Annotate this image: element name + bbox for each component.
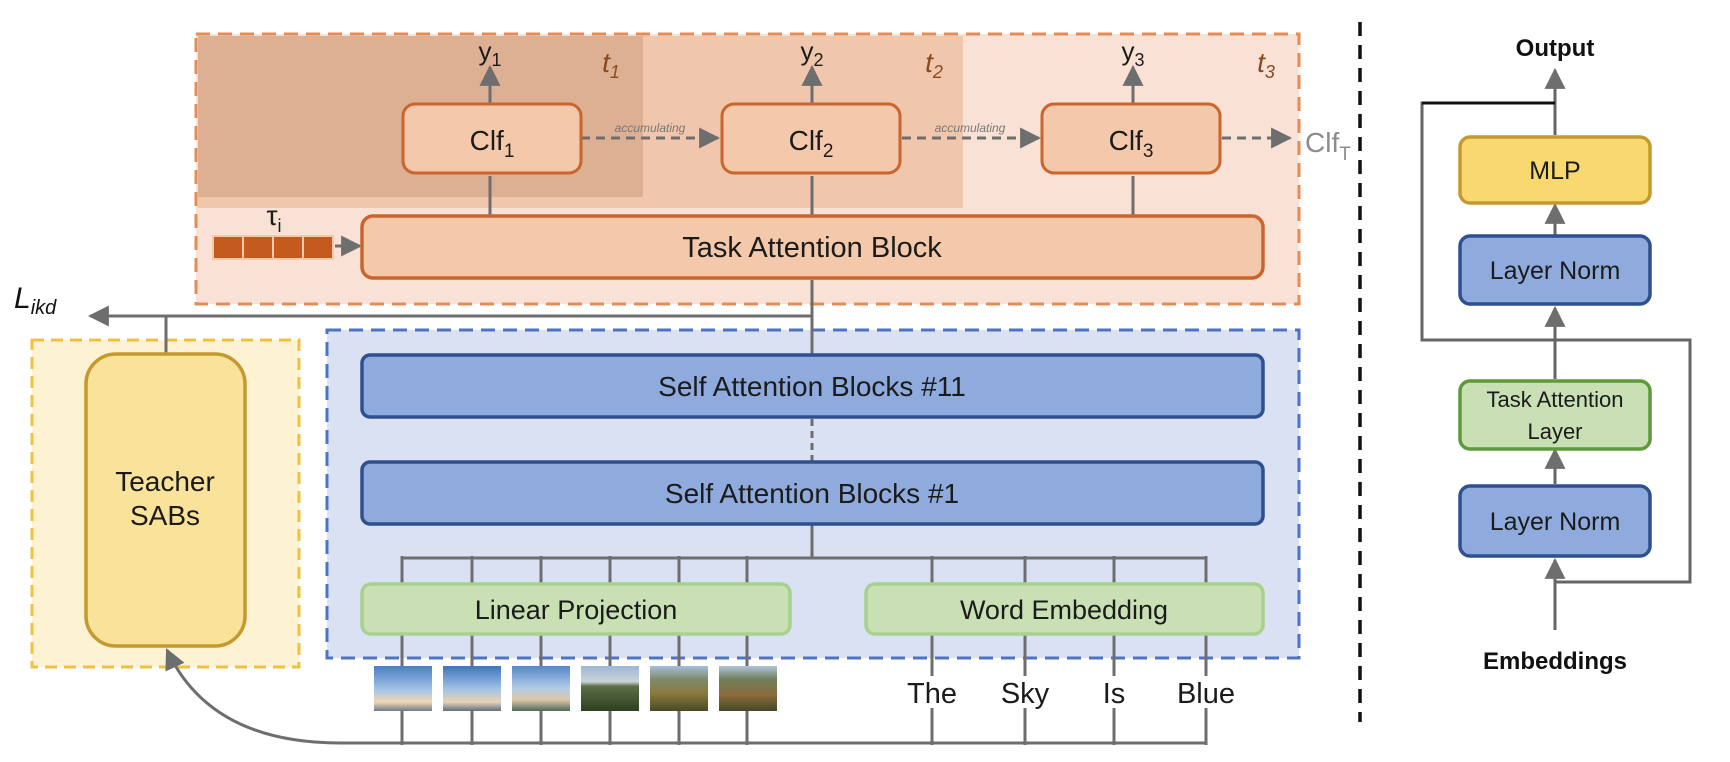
teacher-label-line1: Teacher [115, 466, 215, 497]
image-patch-5 [650, 666, 708, 711]
svg-text:Clf1: Clf1 [470, 125, 515, 162]
classifier-3-label: Clf [1109, 125, 1143, 156]
word-2: Sky [1001, 678, 1050, 710]
linear-projection-label: Linear Projection [475, 595, 678, 625]
image-patch-3 [512, 666, 570, 711]
word-embedding-label: Word Embedding [960, 595, 1168, 625]
word-3: Is [1103, 678, 1126, 710]
sab-11-label: Self Attention Blocks #11 [658, 371, 966, 402]
word-1: The [907, 678, 957, 710]
classifier-1-subscript: 1 [504, 141, 515, 162]
task-attention-layer-line1: Task Attention [1487, 387, 1624, 412]
svg-text:Clf3: Clf3 [1109, 125, 1154, 162]
task-attention-block: Task Attention Block [360, 214, 1265, 280]
task-token: τi [212, 200, 334, 260]
image-patch-4 [581, 666, 639, 711]
classifier-final-label: ClfT [1305, 127, 1351, 165]
task-attention-block-label: Task Attention Block [682, 232, 942, 264]
image-patch-2 [443, 666, 501, 711]
output-y2: y2 [800, 36, 823, 70]
teacher-sabs-box: Teacher SABs [84, 352, 247, 648]
classifier-1-label: Clf [470, 125, 504, 156]
self-attention-blocks-11: Self Attention Blocks #11 [360, 353, 1265, 419]
accumulating-label-2: accumulating [935, 121, 1006, 135]
input-words: The Sky Is Blue [900, 676, 1240, 710]
task-label-t3: t3 [1257, 47, 1275, 82]
classifier-2: Clf2 [720, 102, 902, 175]
task-label-t1: t1 [602, 47, 620, 82]
classifier-3: Clf3 [1040, 102, 1222, 175]
image-patches [374, 666, 777, 711]
self-attention-blocks-1: Self Attention Blocks #1 [360, 460, 1265, 526]
layer-norm-top-label: Layer Norm [1490, 257, 1621, 285]
svg-text:Clf2: Clf2 [789, 125, 834, 162]
mlp-label: MLP [1529, 157, 1580, 185]
layer-norm-top-box: Layer Norm [1458, 234, 1652, 306]
detail-embeddings-label: Embeddings [1483, 648, 1627, 675]
distillation-loss-label: Likd [14, 282, 57, 319]
task-token-label: τi [266, 200, 281, 236]
teacher-label-line2: SABs [130, 500, 200, 531]
classifier-1: Clf1 [401, 102, 583, 175]
mlp-box: MLP [1458, 135, 1652, 205]
classifier-3-subscript: 3 [1143, 141, 1154, 162]
task-attention-layer-line2: Layer [1527, 419, 1582, 444]
detail-output-label: Output [1516, 35, 1595, 62]
image-patch-1 [374, 666, 432, 711]
task-attention-detail: Output MLP Layer Norm Task Attention Lay… [1420, 35, 1692, 675]
accumulating-label-1: accumulating [615, 121, 686, 135]
task-label-t2: t2 [925, 47, 943, 82]
task-attention-layer-box: Task Attention Layer [1458, 379, 1652, 451]
image-patch-6 [719, 666, 777, 711]
classifier-2-label: Clf [789, 125, 823, 156]
word-embedding-box: Word Embedding [864, 582, 1265, 636]
classifier-2-subscript: 2 [823, 141, 834, 162]
layer-norm-bottom-label: Layer Norm [1490, 508, 1621, 536]
word-4: Blue [1177, 678, 1235, 710]
layer-norm-bottom-box: Layer Norm [1458, 484, 1652, 558]
output-y3: y3 [1121, 36, 1144, 70]
output-y1: y1 [478, 36, 501, 70]
linear-projection-box: Linear Projection [360, 582, 792, 636]
sab-1-label: Self Attention Blocks #1 [665, 478, 959, 509]
